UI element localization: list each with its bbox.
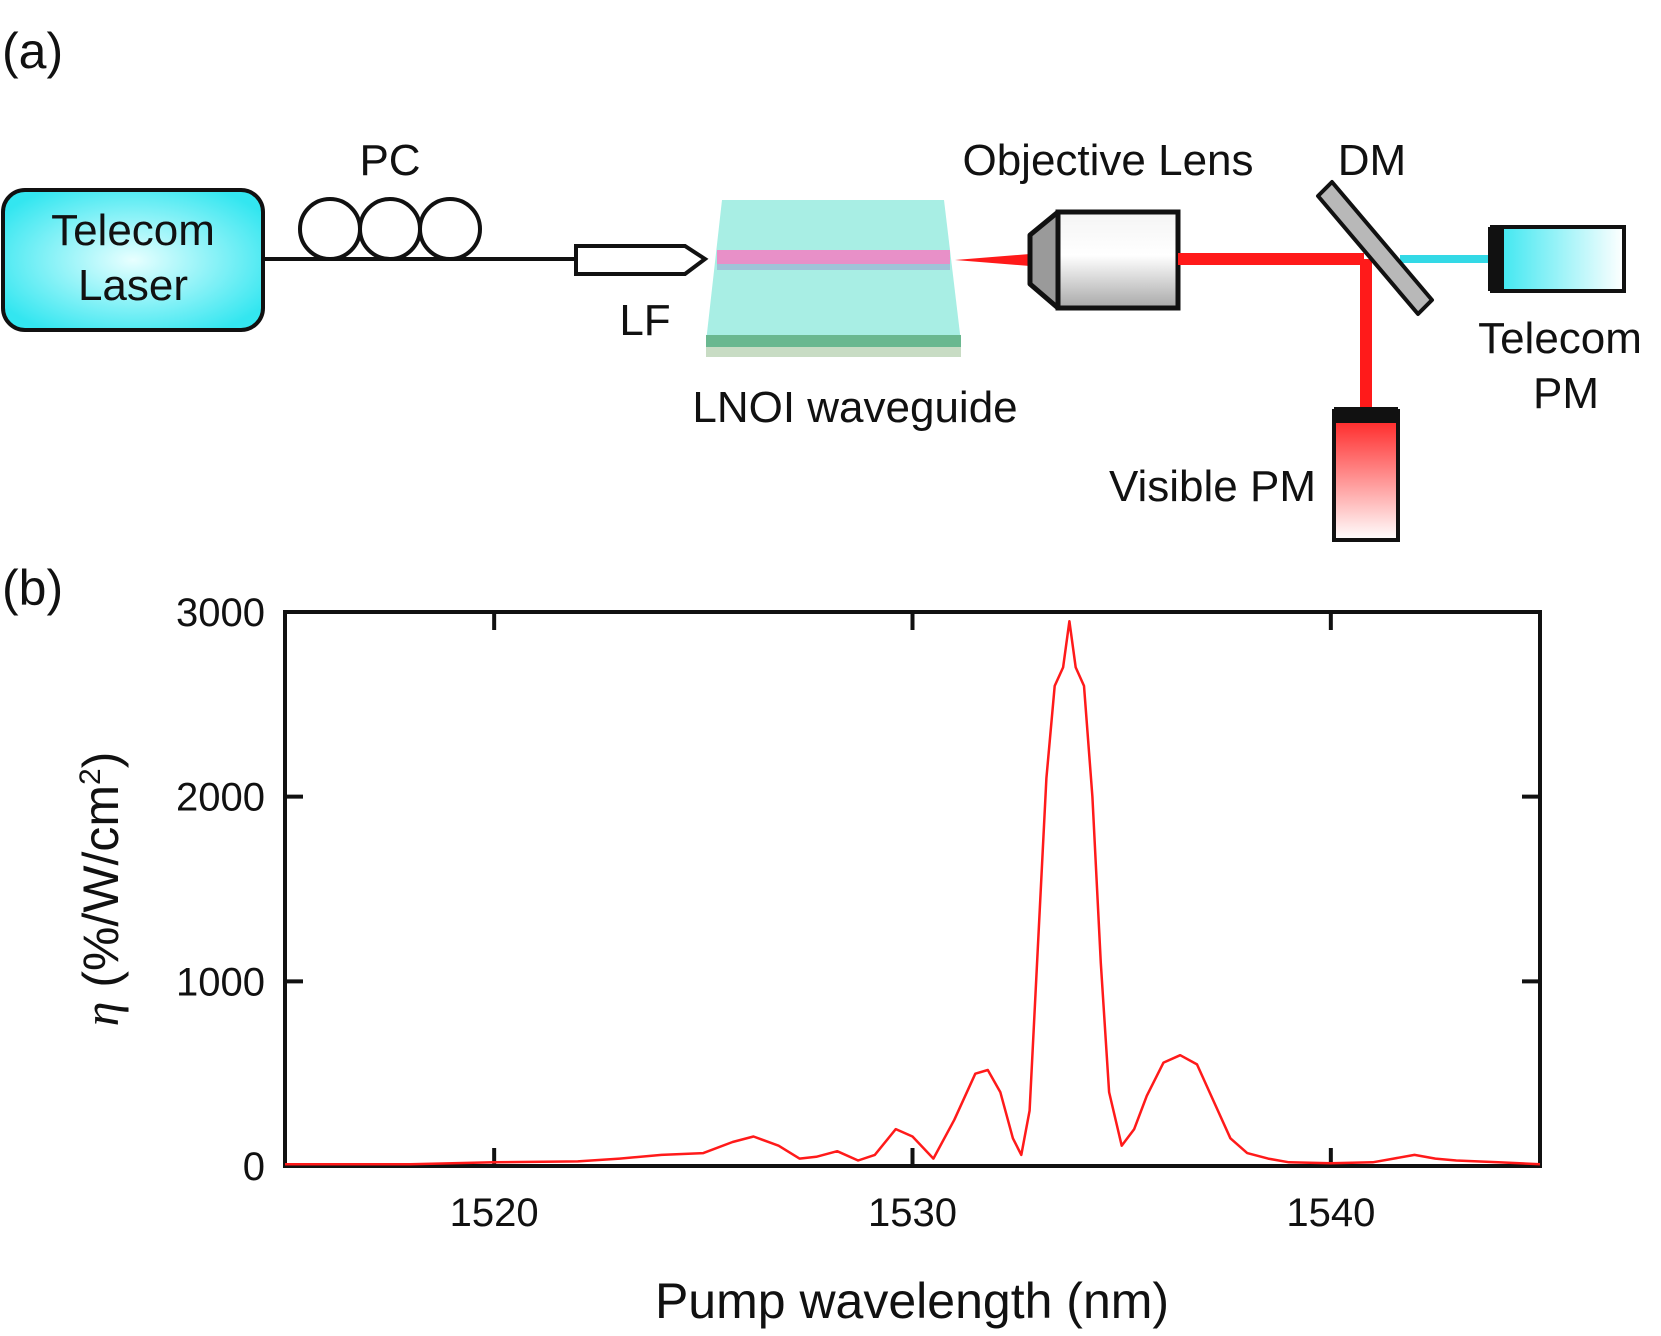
y-axis-title: η (%/W/cm2)	[73, 752, 129, 1027]
y-tick-label: 0	[243, 1145, 265, 1189]
plot-frame	[283, 610, 1542, 1168]
panel-a: (a) Telecom Laser	[1, 23, 1642, 542]
x-tick-label: 1530	[868, 1191, 957, 1235]
y-axis-close: )	[73, 752, 129, 769]
pc-label: PC	[359, 136, 420, 185]
lf-label: LF	[619, 296, 670, 345]
dichroic-mirror-icon	[1316, 180, 1434, 316]
telecom-pm-label-line2: PM	[1533, 369, 1599, 418]
y-axis-superscript: 2	[74, 768, 107, 785]
y-tick-label: 2000	[176, 776, 265, 820]
y-axis-symbol: η	[73, 1002, 129, 1027]
dm-label: DM	[1338, 136, 1406, 185]
efficiency-chart: 1520 1530 1540 0 1000 2000 3000	[176, 591, 1542, 1235]
visible-beam	[1178, 253, 1364, 265]
visible-power-meter-icon	[1332, 407, 1400, 542]
telecom-laser-label-line1: Telecom	[51, 206, 215, 255]
output-light-cone	[955, 254, 1030, 266]
telecom-beam	[1400, 255, 1492, 263]
x-tick-label: 1540	[1286, 1191, 1375, 1235]
y-tick-label: 3000	[176, 591, 265, 635]
lnoi-waveguide-icon	[706, 200, 961, 357]
axis-ticks: 1520 1530 1540 0 1000 2000 3000	[176, 591, 1540, 1235]
objective-label: Objective Lens	[962, 136, 1253, 185]
visible-pm-label: Visible PM	[1109, 462, 1316, 511]
panel-b: (b) 1520 1530 1540 0 1000 2000 3000 Pump wavel…	[2, 560, 1542, 1329]
polarization-controller-icon	[298, 197, 482, 261]
efficiency-curve	[285, 619, 1541, 1166]
panel-a-label: (a)	[2, 23, 63, 79]
x-tick-label: 1520	[450, 1191, 539, 1235]
waveguide-label: LNOI waveguide	[692, 383, 1017, 432]
y-axis-units: (%/W/cm	[73, 785, 129, 1002]
visible-beam-reflected	[1360, 259, 1372, 411]
telecom-pm-label-line1: Telecom	[1478, 314, 1642, 363]
panel-b-label: (b)	[2, 560, 63, 616]
objective-lens-icon	[1027, 209, 1181, 311]
telecom-laser-label-line2: Laser	[78, 261, 188, 310]
lensed-fiber-icon	[574, 244, 709, 276]
x-axis-title: Pump wavelength (nm)	[655, 1273, 1169, 1329]
telecom-power-meter-icon	[1488, 225, 1626, 293]
y-tick-label: 1000	[176, 960, 265, 1004]
